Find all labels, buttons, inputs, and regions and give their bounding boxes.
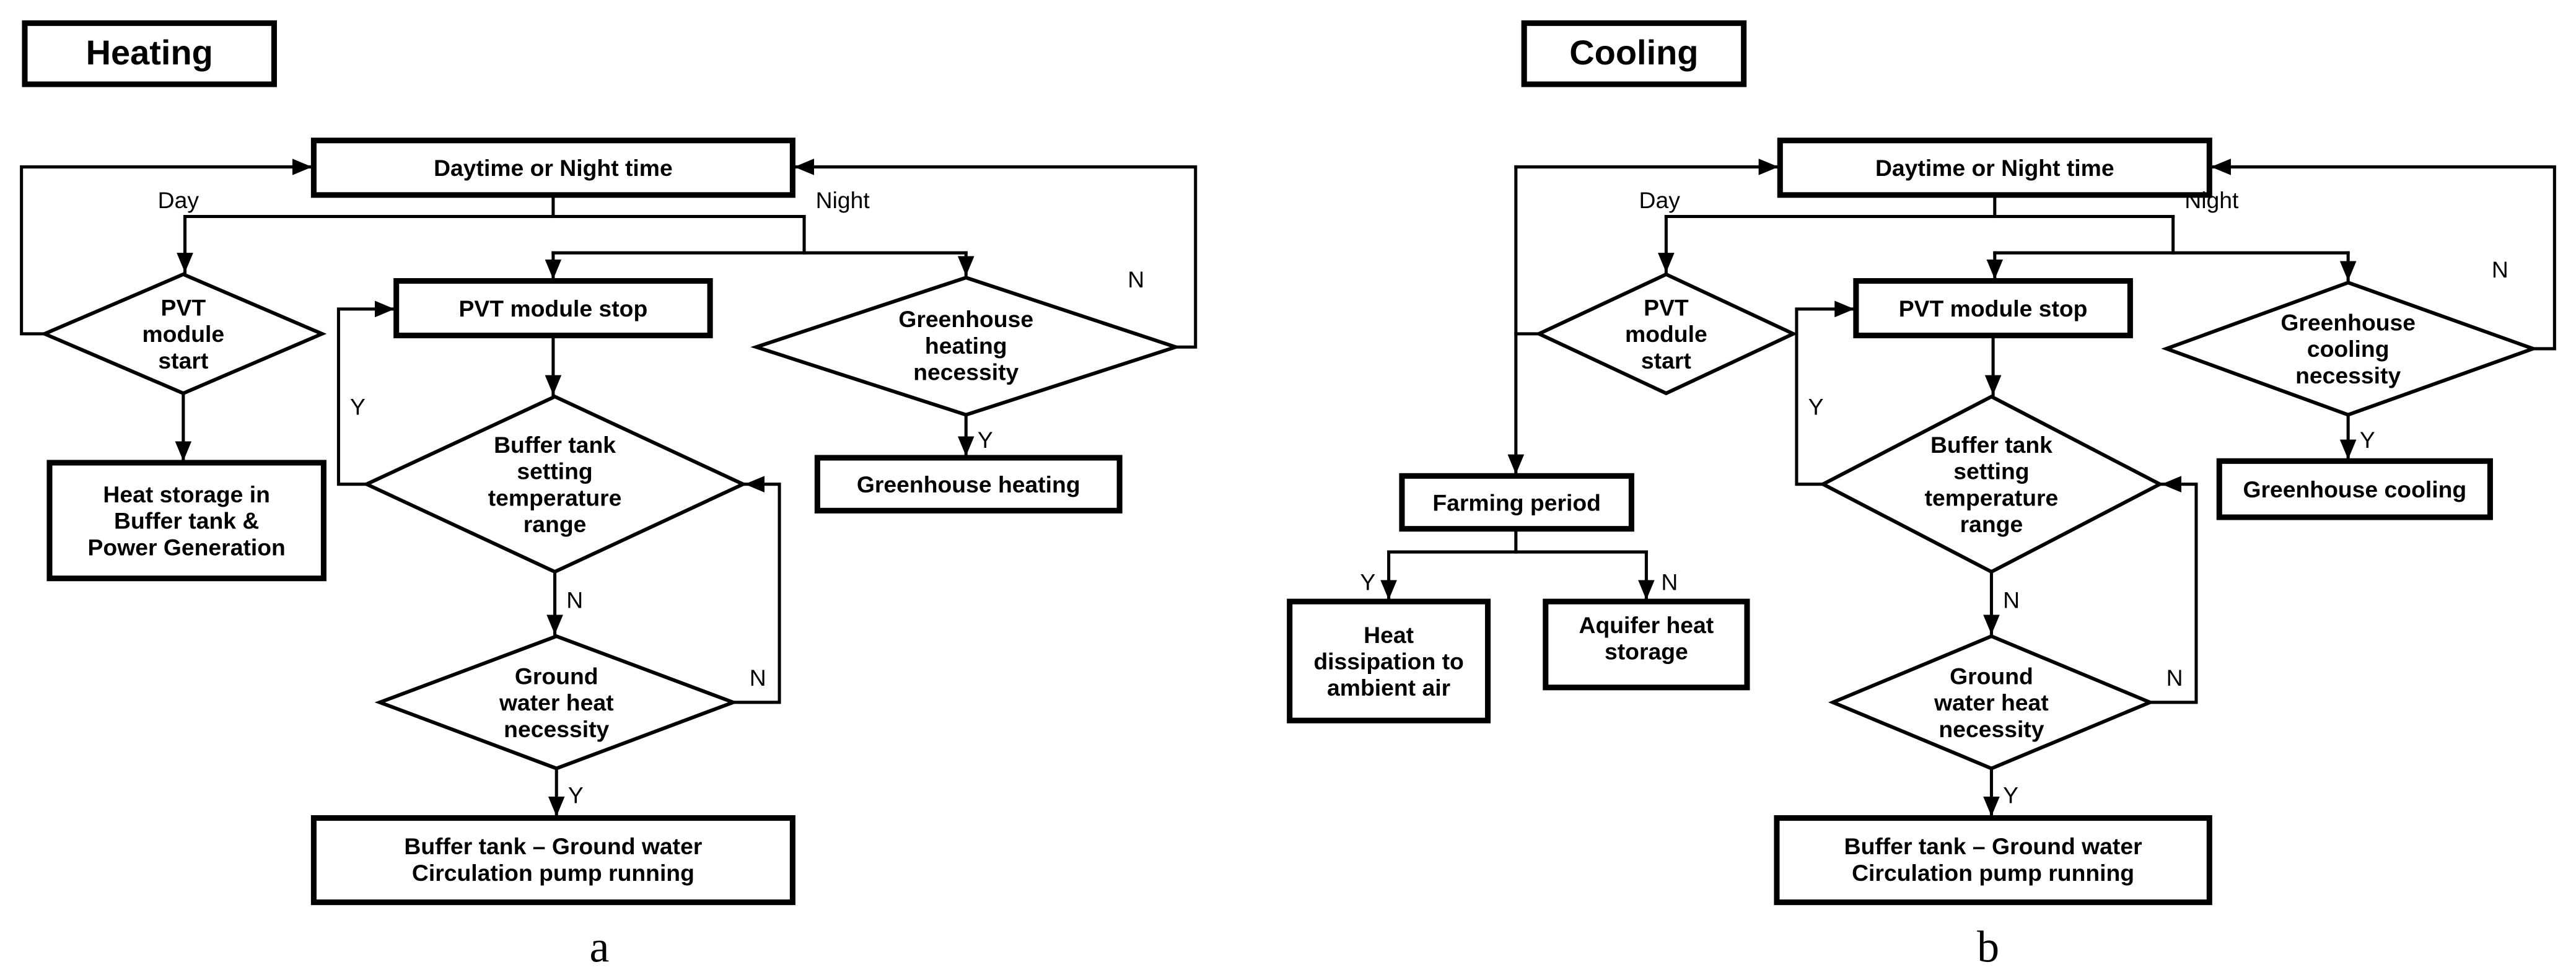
cooling-buffer-line1: Buffer tank (1930, 432, 2052, 458)
heating-ground-water-line1: Ground (515, 663, 598, 689)
heating-heat-storage-box (46, 460, 326, 582)
cooling-title: Cooling (1569, 33, 1698, 72)
heating-label-night: Night (816, 187, 870, 213)
cooling-aquifer-storage-line2: storage (1605, 638, 1688, 664)
heating-pvt-start-line1: PVT (161, 295, 206, 321)
edge-cooling-buffer-yes-loop (1795, 300, 1856, 486)
heating-pvt-stop-box (393, 278, 713, 339)
cooling-greenhouse-necessity-line1: Greenhouse (2280, 310, 2416, 336)
heating-label-yes-loop: Y (350, 394, 366, 420)
heating-buffer-line4: range (524, 511, 587, 537)
heating-greenhouse-necessity-diamond (750, 276, 1182, 417)
heating-heat-storage-line1: Heat storage in (103, 481, 270, 507)
cooling-heat-dissipation-line3: ambient air (1327, 675, 1450, 701)
heating-greenhouse-necessity-line2: heating (925, 333, 1007, 359)
heating-sublabel: a (590, 922, 610, 972)
heating-pvt-stop-label: PVT module stop (459, 295, 648, 321)
cooling-buffer-line2: setting (1953, 458, 2029, 484)
cooling-buffer-line4: range (1960, 511, 2023, 537)
heating-flowchart: Heating Daytime or Night time PVT module… (20, 20, 1198, 972)
cooling-title-box (1521, 20, 1747, 87)
heating-title: Heating (86, 33, 213, 72)
cooling-label-night: Night (2184, 187, 2239, 213)
heating-greenhouse-necessity-line1: Greenhouse (898, 306, 1033, 332)
cooling-greenhouse-necessity-line2: cooling (2307, 336, 2390, 362)
edge-cooling-ground-no-loop (2148, 476, 2198, 704)
heating-pump-line2: Circulation pump running (412, 860, 694, 886)
cooling-daytime-box (1777, 138, 2212, 198)
cooling-aquifer-storage-line1: Aquifer heat (1579, 612, 1714, 638)
edge-heating-ground-no-loop (731, 476, 781, 704)
heating-greenhouse-action-label: Greenhouse heating (857, 471, 1080, 497)
heating-pvt-start-line2: module (142, 321, 225, 347)
cooling-pvt-start-line2: module (1625, 321, 1707, 347)
heating-ground-water-diamond (374, 634, 738, 771)
cooling-greenhouse-action-label: Greenhouse cooling (2243, 476, 2466, 502)
cooling-label-yes-loop: Y (1808, 394, 1824, 420)
heating-buffer-line1: Buffer tank (494, 432, 616, 458)
cooling-label-yes-greenhouse: Y (2360, 427, 2375, 453)
heating-daytime-box (310, 138, 795, 198)
heating-pump-box (310, 815, 795, 906)
heating-daytime-label: Daytime or Night time (434, 155, 673, 181)
cooling-greenhouse-necessity-diamond (2161, 281, 2539, 417)
cooling-label-day: Day (1639, 187, 1681, 213)
cooling-greenhouse-action-box (2216, 458, 2493, 520)
heating-label-no-feedback: N (1128, 266, 1144, 292)
cooling-pvt-start-diamond (1535, 272, 1798, 396)
cooling-pvt-stop-box (1853, 278, 2133, 339)
heating-heat-storage-line3: Power Generation (88, 534, 286, 560)
edge-heating-pvt-start-feedback (20, 159, 314, 336)
cooling-pump-line1: Buffer tank – Ground water (1844, 833, 2142, 859)
cooling-buffer-diamond (1819, 394, 2164, 574)
cooling-pump-line2: Circulation pump running (1852, 860, 2134, 886)
cooling-label-yes-ground: Y (2003, 782, 2018, 808)
cooling-label-yes-farming: Y (1360, 569, 1375, 595)
heating-label-no-ground-loop: N (750, 665, 766, 691)
cooling-pvt-start-line1: PVT (1644, 295, 1689, 321)
heating-pvt-start-diamond (40, 272, 327, 396)
cooling-greenhouse-necessity-line3: necessity (2295, 362, 2401, 388)
heating-greenhouse-action-box (814, 455, 1123, 514)
cooling-buffer-line3: temperature (1925, 484, 2059, 510)
heating-pump-line1: Buffer tank – Ground water (404, 833, 702, 859)
cooling-heat-dissipation-line2: dissipation to (1313, 648, 1464, 674)
edge-heating-buffer-yes-loop (336, 300, 396, 486)
heating-pvt-start-line3: start (158, 348, 208, 374)
cooling-aquifer-storage-box (1543, 598, 1750, 691)
heating-buffer-line3: temperature (488, 484, 622, 510)
cooling-farming-period-label: Farming period (1432, 489, 1601, 515)
cooling-label-no-feedback: N (2492, 256, 2508, 282)
heating-label-yes-greenhouse: Y (978, 427, 993, 453)
cooling-daytime-label: Daytime or Night time (1875, 155, 2114, 181)
heating-label-no-buffer: N (566, 587, 583, 613)
heating-ground-water-line2: water heat (499, 689, 614, 715)
edge-heating-greenhouse-no-feedback (792, 159, 1198, 349)
heating-heat-storage-line2: Buffer tank & (114, 508, 259, 534)
cooling-sublabel: b (1977, 922, 1999, 972)
cooling-pvt-stop-label: PVT module stop (1899, 295, 2088, 321)
heating-label-yes-ground: Y (568, 782, 584, 808)
heating-greenhouse-necessity-line3: necessity (913, 359, 1019, 385)
cooling-pump-box (1774, 815, 2212, 906)
cooling-ground-water-diamond (1828, 634, 2155, 771)
cooling-label-no-ground-loop: N (2166, 665, 2183, 691)
cooling-flowchart: Cooling Daytime or Night time PVT module… (1287, 20, 2556, 972)
cooling-heat-dissipation-box (1287, 598, 1491, 724)
cooling-ground-water-line1: Ground (1950, 663, 2033, 689)
cooling-ground-water-line2: water heat (1934, 689, 2049, 715)
cooling-farming-period-box (1399, 473, 1634, 532)
heating-ground-water-line3: necessity (504, 716, 609, 742)
cooling-pvt-start-line3: start (1641, 348, 1691, 374)
heating-label-day: Day (158, 187, 199, 213)
cooling-ground-water-line3: necessity (1939, 716, 2044, 742)
heating-title-box (22, 20, 277, 87)
heating-buffer-line2: setting (517, 458, 592, 484)
cooling-label-no-buffer: N (2003, 587, 2020, 613)
heating-buffer-diamond (362, 395, 748, 574)
cooling-label-no-farming: N (1661, 569, 1678, 595)
cooling-heat-dissipation-line1: Heat (1364, 622, 1414, 648)
edge-cooling-greenhouse-no-feedback (2209, 159, 2556, 351)
